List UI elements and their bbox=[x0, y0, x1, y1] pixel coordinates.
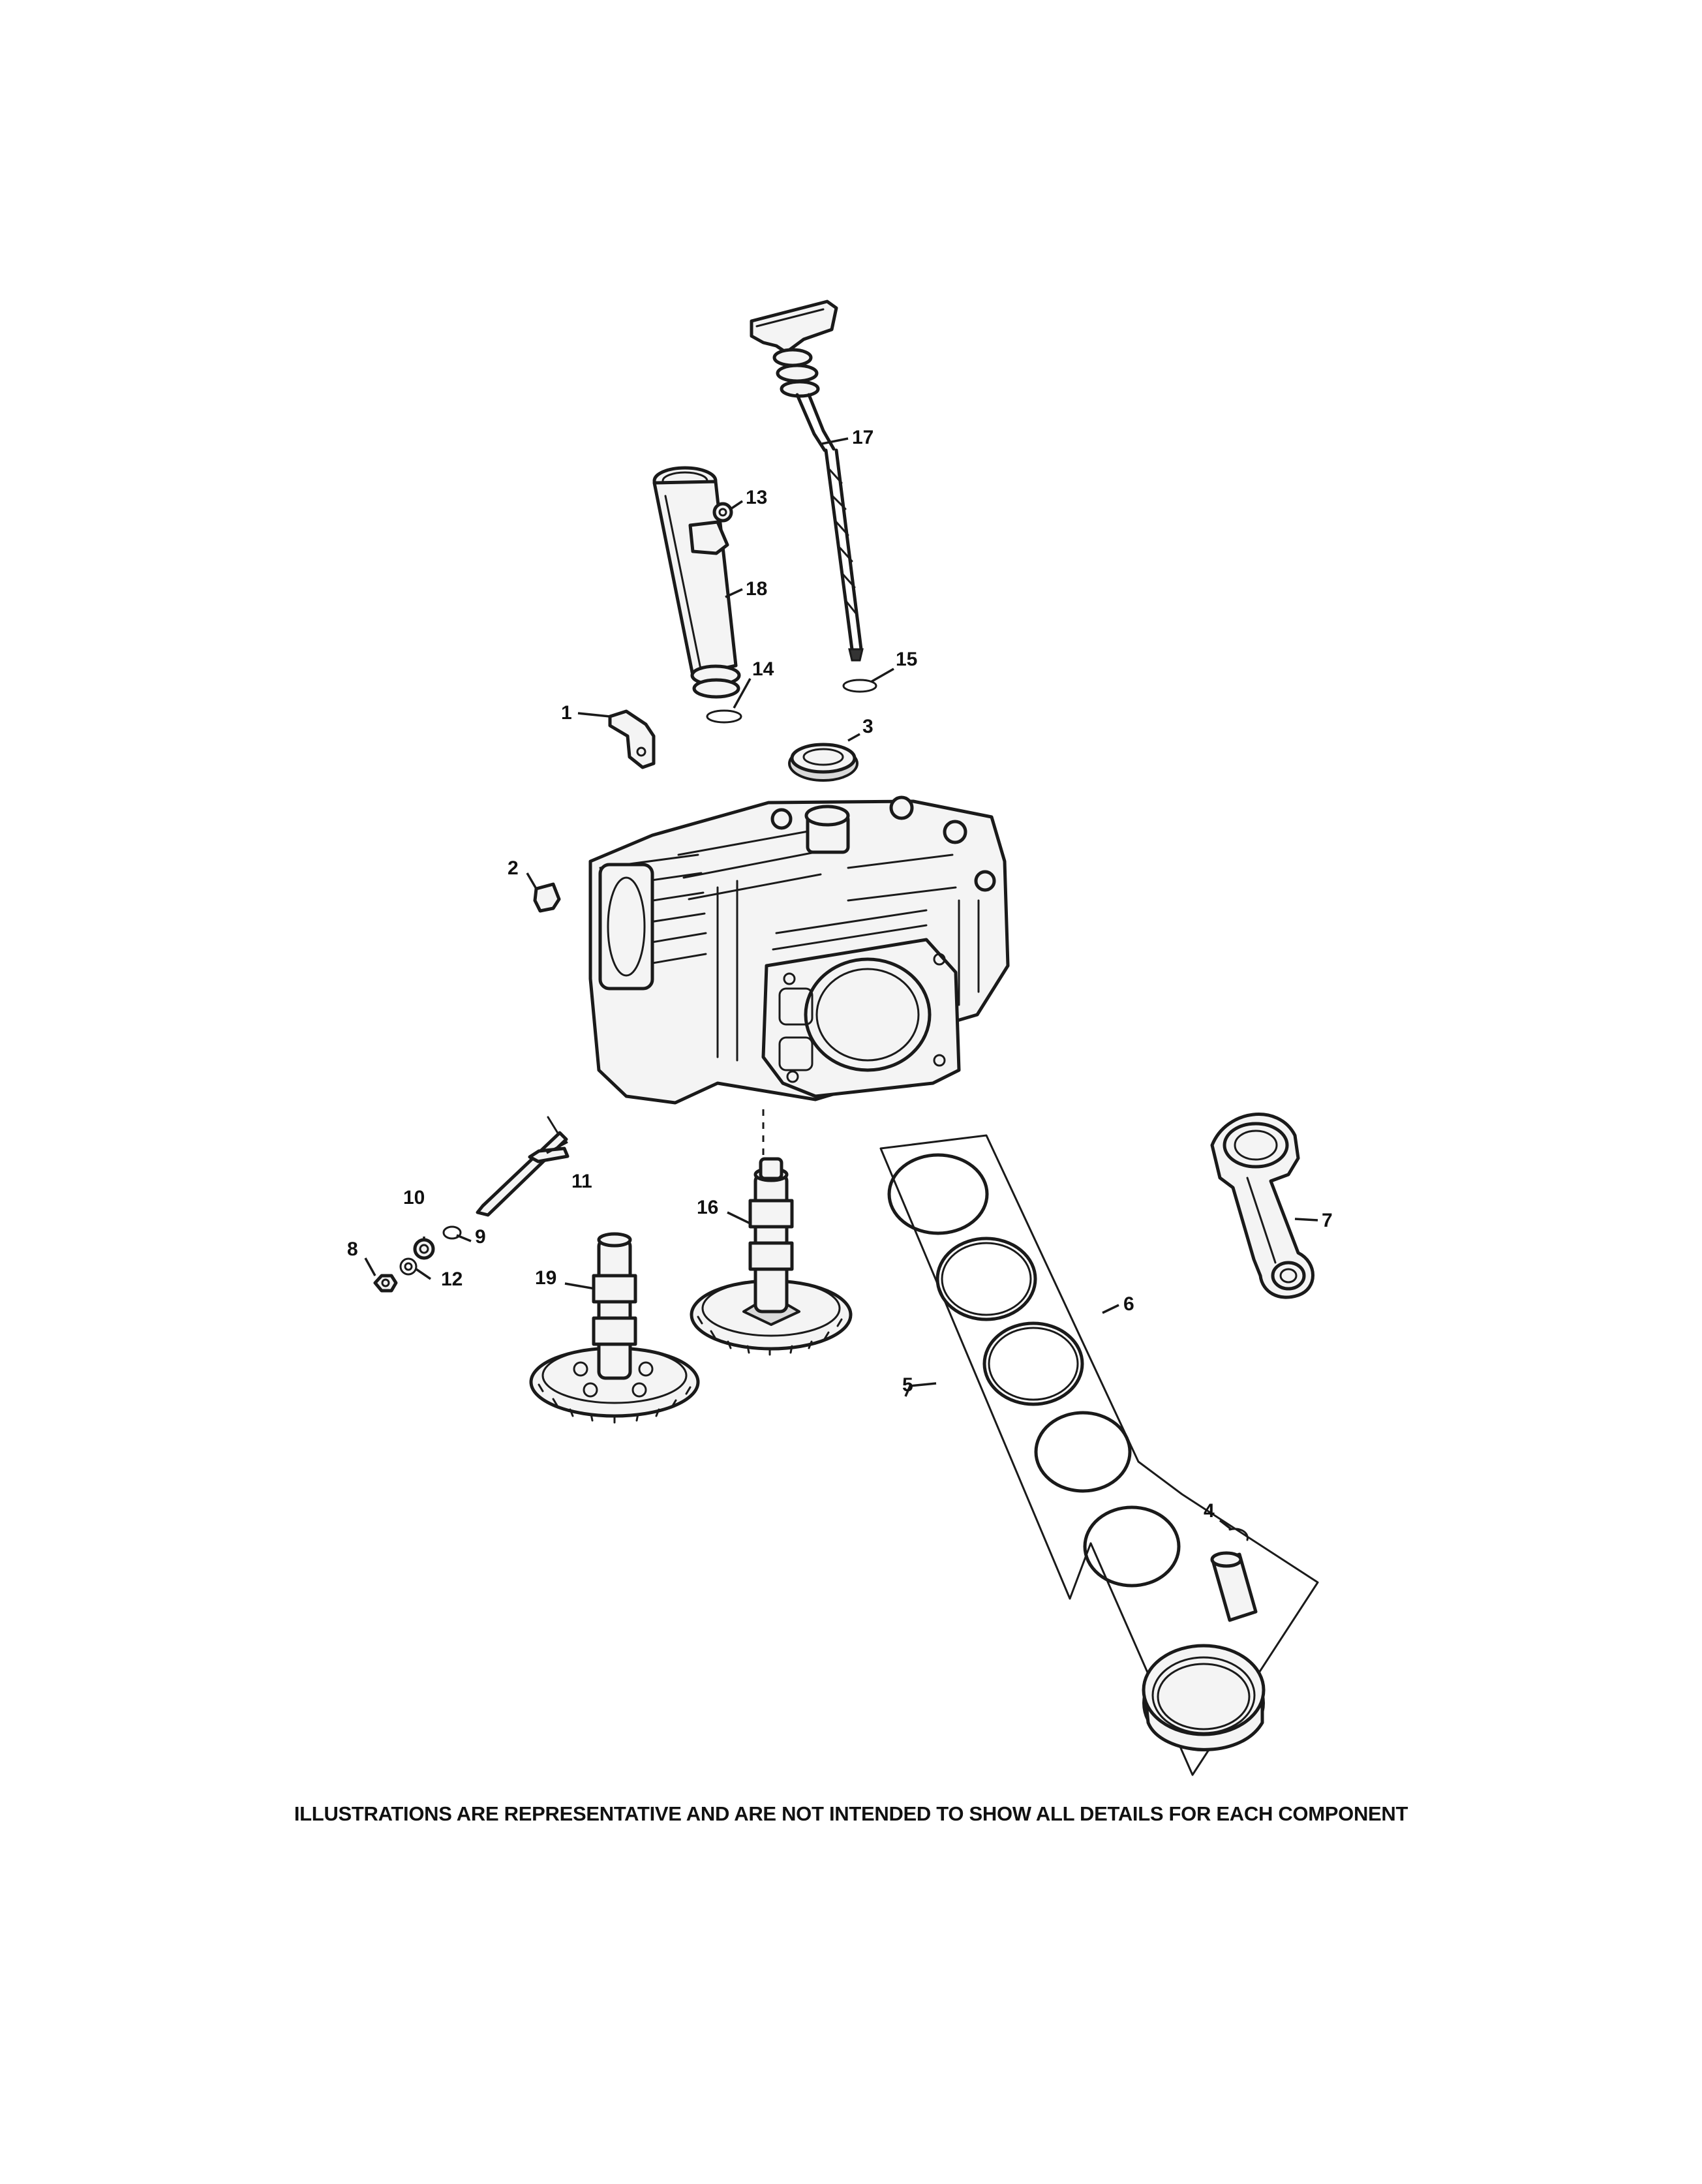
callout-2: 2 bbox=[508, 857, 519, 879]
callout-5: 5 bbox=[902, 1374, 913, 1396]
callout-13: 13 bbox=[746, 487, 767, 508]
callout-8: 8 bbox=[347, 1238, 358, 1260]
callout-1: 1 bbox=[561, 702, 572, 724]
callout-17: 17 bbox=[852, 427, 874, 448]
callout-7: 7 bbox=[1322, 1210, 1333, 1231]
washer-part-12 bbox=[399, 1257, 418, 1276]
callout-12: 12 bbox=[441, 1269, 463, 1290]
camshaft-part-16 bbox=[690, 1157, 853, 1356]
nut-part-8 bbox=[373, 1274, 398, 1293]
o-ring-part-15 bbox=[842, 679, 877, 693]
dipstick-part bbox=[750, 300, 864, 662]
piston-rings-part bbox=[887, 1153, 1181, 1588]
governor-shaft-part bbox=[476, 1116, 570, 1217]
callout-3: 3 bbox=[862, 716, 874, 737]
clip-part bbox=[533, 882, 561, 913]
nut-part-13 bbox=[712, 502, 733, 523]
washer-part-10 bbox=[413, 1238, 435, 1260]
connecting-rod-part bbox=[1210, 1113, 1314, 1299]
bracket-part bbox=[608, 709, 656, 769]
piston-pin-part bbox=[1210, 1551, 1258, 1622]
piston-part bbox=[1142, 1644, 1266, 1751]
ring-part-9 bbox=[442, 1225, 462, 1240]
callout-9: 9 bbox=[475, 1226, 486, 1248]
oil-seal-part bbox=[788, 743, 859, 782]
callout-11: 11 bbox=[571, 1171, 592, 1192]
disclaimer-caption: ILLUSTRATIONS ARE REPRESENTATIVE AND ARE… bbox=[294, 1802, 1408, 1825]
piston-pin-clip-part bbox=[1228, 1528, 1249, 1541]
callout-6: 6 bbox=[1123, 1293, 1134, 1315]
crankcase-block-part bbox=[588, 795, 1010, 1105]
camshaft-part-19 bbox=[529, 1232, 700, 1424]
callout-4: 4 bbox=[1204, 1500, 1215, 1522]
callout-19: 19 bbox=[535, 1267, 556, 1289]
callout-15: 15 bbox=[896, 649, 917, 670]
callout-14: 14 bbox=[752, 658, 774, 680]
o-ring-part-14 bbox=[706, 709, 742, 724]
oil-fill-tube-part bbox=[652, 466, 741, 699]
piston-kit-outline bbox=[879, 1134, 1319, 1776]
callout-labels: 17 13 18 14 15 1 3 2 11 10 9 16 8 12 19 … bbox=[347, 427, 1333, 1522]
leader-lines bbox=[364, 437, 1318, 1531]
callout-18: 18 bbox=[746, 578, 767, 600]
callout-16: 16 bbox=[697, 1197, 718, 1218]
callout-10: 10 bbox=[403, 1187, 425, 1208]
